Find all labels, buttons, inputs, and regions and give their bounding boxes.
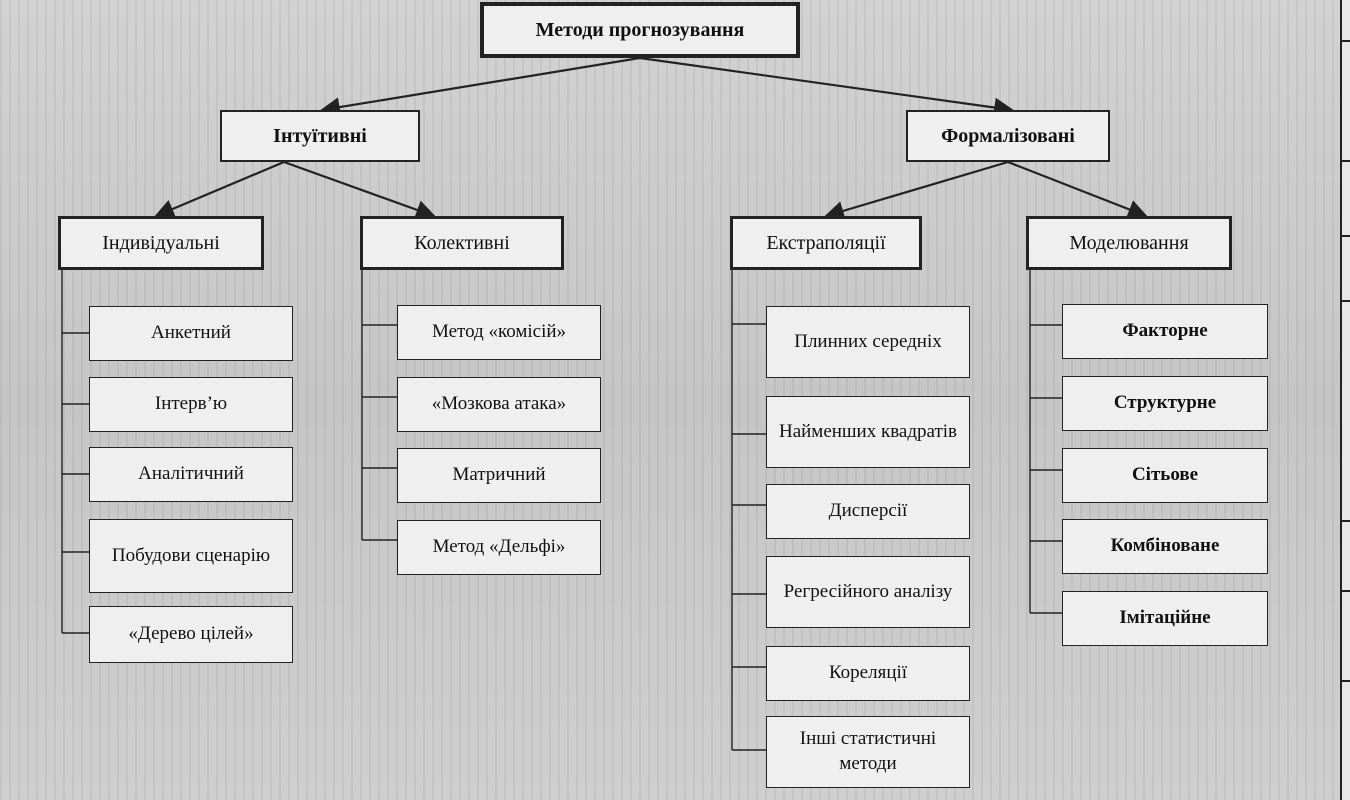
edge-tick <box>1342 300 1350 302</box>
edge-tick <box>1342 160 1350 162</box>
arrow-root-to-intuitive <box>320 56 641 117</box>
method-leaf-collective: «Мозкова атака» <box>397 377 601 432</box>
method-leaf-collective: Матричний <box>397 448 601 503</box>
method-leaf-modeling: Факторне <box>1062 304 1268 359</box>
arrow-root-to-formalized <box>639 56 1014 118</box>
edge-tick <box>1342 590 1350 592</box>
method-leaf-extrapolation: Найменших квадратів <box>766 396 970 468</box>
method-leaf-extrapolation: Дисперсії <box>766 484 970 539</box>
individual-node: Індивідуальні <box>58 216 264 270</box>
method-leaf-extrapolation: Регресійного аналізу <box>766 556 970 628</box>
formalized-node: Формалізовані <box>906 110 1110 162</box>
method-leaf-modeling: Структурне <box>1062 376 1268 431</box>
method-leaf-extrapolation: Інші статистичні методи <box>766 716 970 788</box>
edge-tick <box>1342 235 1350 237</box>
arrow-intuitive-to-collective <box>283 160 436 220</box>
edge-tick <box>1342 680 1350 682</box>
method-leaf-individual: «Дерево цілей» <box>89 606 293 663</box>
arrow-intuitive-to-individual <box>154 160 285 219</box>
collective-node: Колективні <box>360 216 564 270</box>
intuitive-node: Інтуїтивні <box>220 110 420 162</box>
edge-tick <box>1342 520 1350 522</box>
root-node: Методи прогнозування <box>480 2 800 58</box>
arrow-formalized-to-modeling <box>1007 160 1148 219</box>
page-edge-strip <box>1340 0 1350 800</box>
edge-tick <box>1342 40 1350 42</box>
method-leaf-individual: Анкетний <box>89 306 293 361</box>
method-leaf-extrapolation: Кореляції <box>766 646 970 701</box>
method-leaf-collective: Метод «комісій» <box>397 305 601 360</box>
method-leaf-collective: Метод «Дельфі» <box>397 520 601 575</box>
arrow-formalized-to-extrapolation <box>824 160 1009 221</box>
extrapolation-node: Екстраполяції <box>730 216 922 270</box>
method-leaf-individual: Інтерв’ю <box>89 377 293 432</box>
method-leaf-modeling: Імітаційне <box>1062 591 1268 646</box>
method-leaf-modeling: Комбіноване <box>1062 519 1268 574</box>
method-leaf-modeling: Сітьове <box>1062 448 1268 503</box>
modeling-node: Моделювання <box>1026 216 1232 270</box>
method-leaf-individual: Побудови сценарію <box>89 519 293 593</box>
method-leaf-extrapolation: Плинних середніх <box>766 306 970 378</box>
method-leaf-individual: Аналітичний <box>89 447 293 502</box>
